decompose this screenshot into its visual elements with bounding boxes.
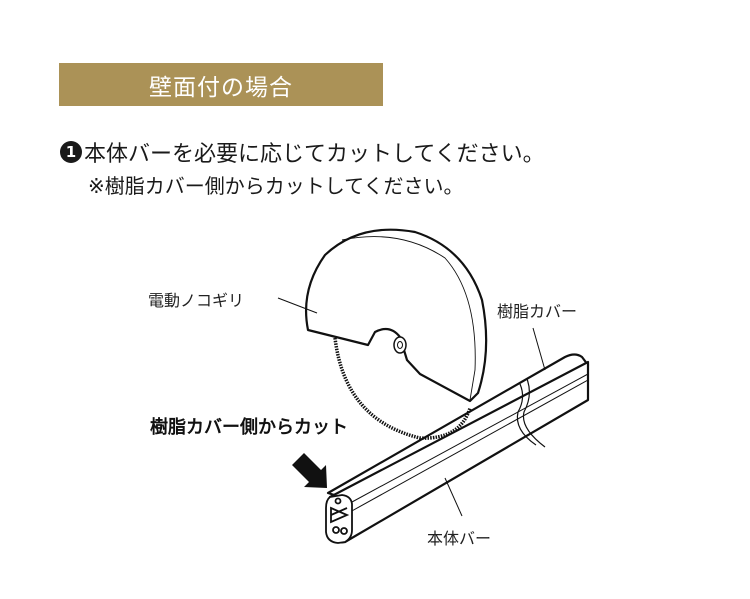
step-text: 本体バーを必要に応じてカットしてください。 [84, 142, 545, 167]
arrow-icon [292, 453, 327, 488]
leader-lines [277, 297, 546, 517]
section-title: 壁面付の場合 [149, 74, 293, 101]
step-instruction: 1 本体バーを必要に応じてカットしてください。 [60, 136, 545, 168]
label-saw: 電動ノコギリ [148, 291, 245, 310]
circular-saw-icon [305, 228, 488, 440]
label-cut-direction: 樹脂カバー側からカット [150, 417, 348, 438]
label-main-bar: 本体バー [427, 529, 492, 548]
step-number-badge: 1 [60, 141, 82, 163]
section-banner: 壁面付の場合 [59, 63, 383, 106]
label-resin-cover: 樹脂カバー [497, 302, 578, 321]
step-note: ※樹脂カバー側からカットしてください。 [88, 174, 464, 198]
bar-profile-icon [325, 494, 353, 544]
